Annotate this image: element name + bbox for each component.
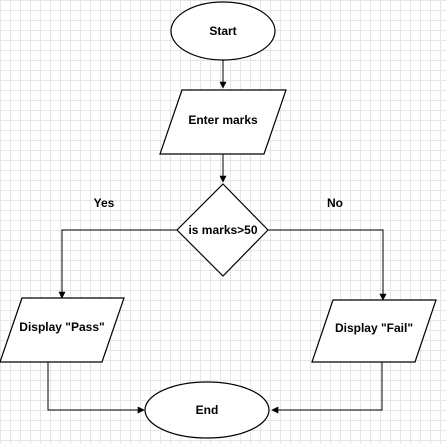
edge-decision-yes: [58, 229, 177, 299]
decision-label: is marks>50: [188, 223, 257, 237]
edge-pass-to-end: [47, 362, 145, 414]
decision-diamond: [176, 183, 269, 277]
output-pass-parallelogram: [0, 297, 125, 363]
output-fail-parallelogram: [311, 299, 437, 363]
input-parallelogram: [159, 89, 287, 155]
edge-fail-to-end: [271, 362, 383, 414]
display-pass-label: Display "Pass": [19, 320, 104, 334]
end-terminal: [144, 381, 270, 439]
start-label: Start: [209, 24, 236, 38]
start-terminal: [170, 1, 276, 61]
edge-decision-no: [268, 229, 387, 301]
end-label: End: [196, 403, 219, 417]
no-label: No: [327, 196, 343, 210]
yes-label: Yes: [94, 196, 115, 210]
enter-marks-label: Enter marks: [188, 113, 258, 127]
display-fail-label: Display "Fail": [335, 321, 413, 335]
